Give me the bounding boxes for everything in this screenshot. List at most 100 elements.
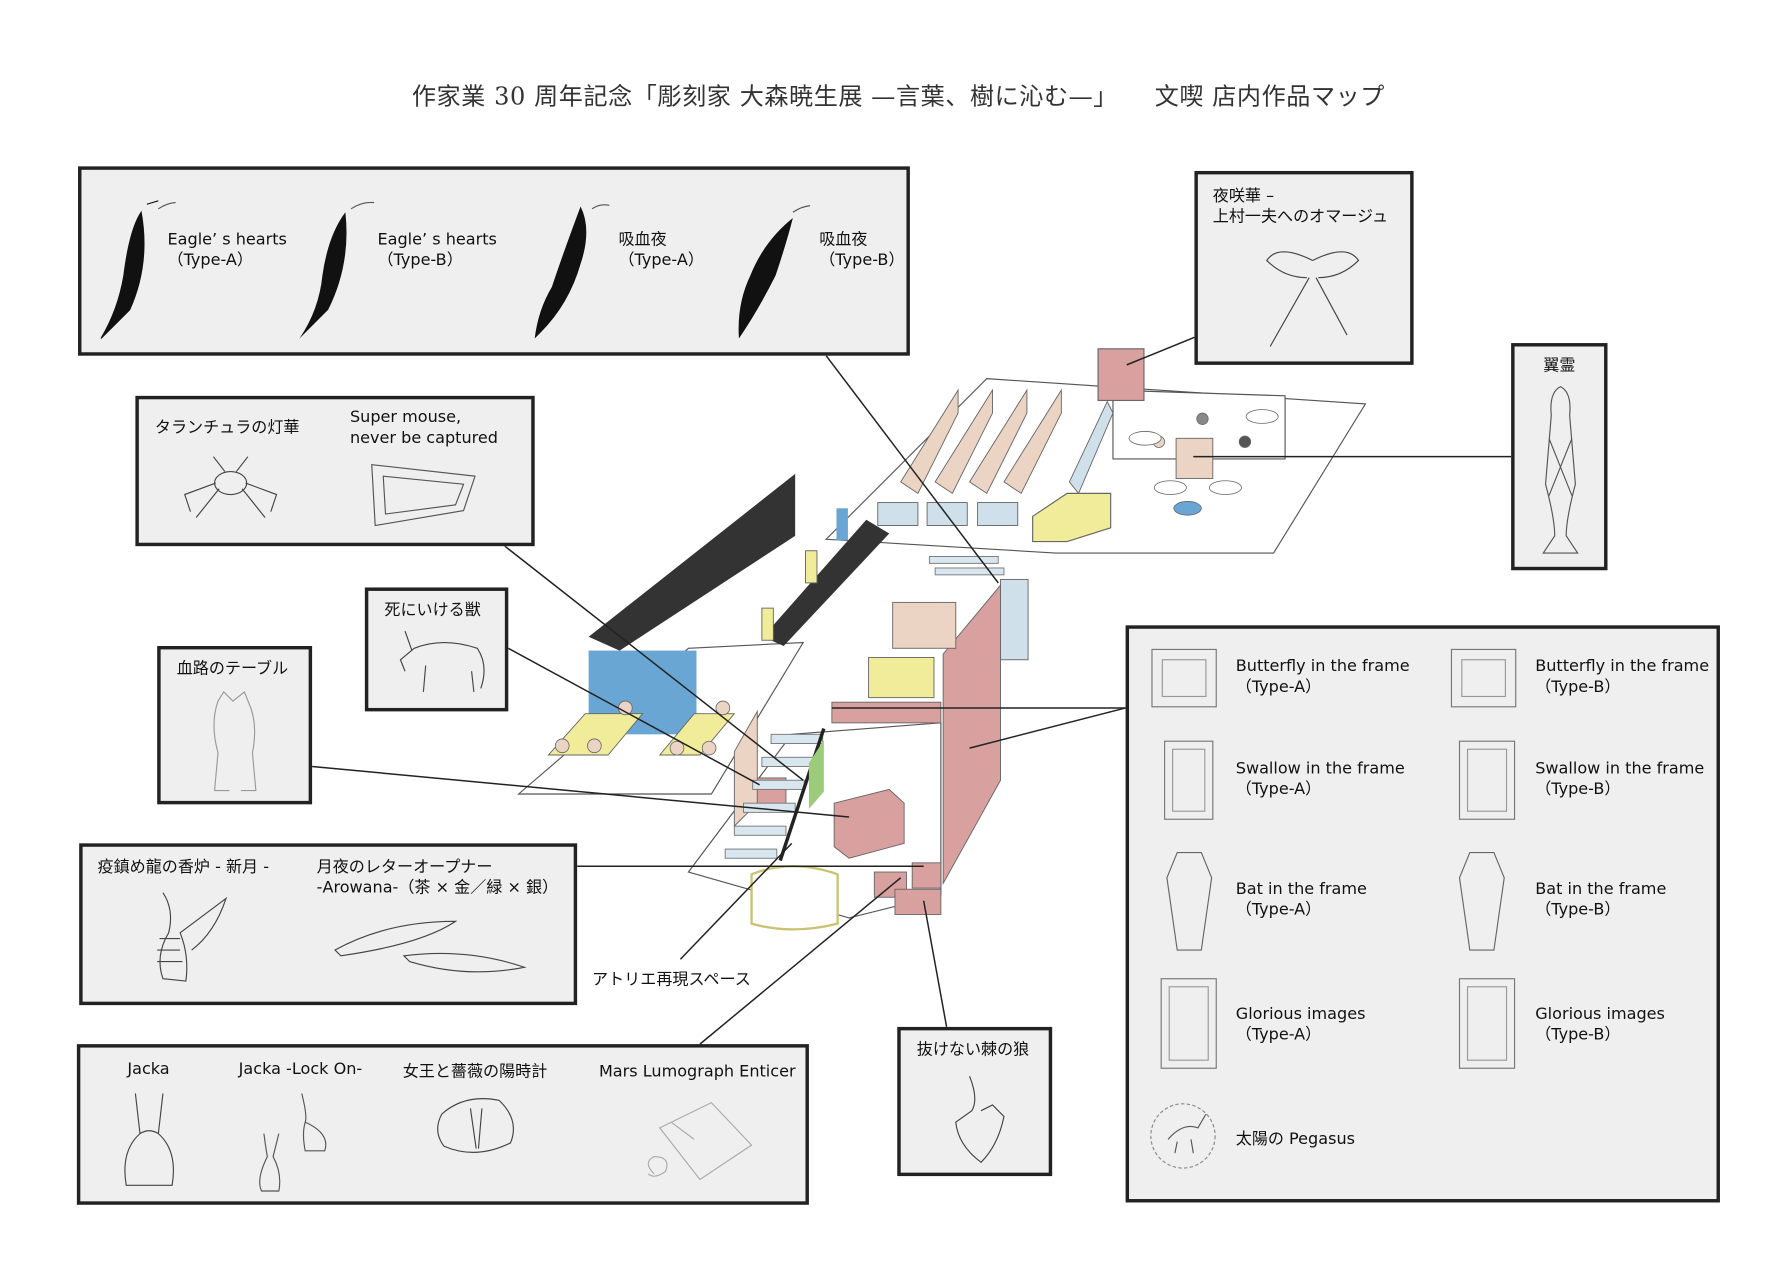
box-dragon-arowana: 疫鎮め龍の香炉 - 新月 - 月夜のレターオープナー-Arowana-（茶 × …: [79, 843, 578, 1006]
box-yokurei: 翼霊: [1511, 343, 1608, 571]
lumograph-figure: [647, 1101, 753, 1181]
atelier-cylinder: [750, 865, 839, 931]
item-line1: 月夜のレターオープナー: [316, 858, 493, 877]
sundial-figure: [437, 1098, 514, 1153]
item-label: Mars Lumograph Enticer: [598, 1062, 796, 1081]
box-shini: 死にいける獣: [364, 587, 509, 712]
frame-icon: [1458, 740, 1516, 820]
dragon-figure: [157, 892, 228, 982]
jackalope-lock-on-figure: [259, 1093, 327, 1192]
item-label: Jacka: [127, 1060, 170, 1079]
item-name: Glorious images: [1235, 1005, 1366, 1024]
item-label: 疫鎮め龍の香炉 - 新月 -: [97, 858, 270, 877]
item-type: （Type-A）: [1235, 1025, 1322, 1045]
frame-icon: [1458, 978, 1516, 1069]
black-wall: [588, 473, 796, 651]
item-name: Glorious images: [1535, 1005, 1665, 1024]
item-line2: -Arowana-（茶 × 金／緑 × 銀）: [316, 878, 559, 898]
item-name: 太陽の Pegasus: [1235, 1130, 1356, 1149]
cafe-tables: [1128, 409, 1279, 516]
title-main: 作家業 30 周年記念「彫刻家 大森暁生展 —言葉、樹に沁む—」: [411, 82, 1118, 111]
box-frames: Butterfly in the frame （Type-A） Butterfly…: [1125, 625, 1720, 1203]
item-line1: Super mouse,: [349, 408, 462, 427]
bookshelf-wall: [763, 519, 890, 646]
box-ketsuro: 血路のテーブル: [157, 645, 313, 805]
box-yasakabana: 夜咲華 –上村一夫へのオマージュ: [1194, 170, 1414, 365]
box-eagles-vampire: Eagle’ s hearts （Type-A） Eagle’ s hearts （…: [78, 166, 910, 356]
item-type: （Type-B）: [819, 251, 905, 270]
item-line2: 上村一夫へのオマージュ: [1212, 207, 1389, 227]
item-label: Jacka -Lock On-: [238, 1060, 363, 1079]
item-label: 死にいける獣: [384, 601, 481, 620]
frame-icon: [1164, 740, 1214, 820]
frame-icon: [1450, 648, 1517, 708]
frame-icon: [1151, 648, 1217, 708]
frame-icon: [1160, 978, 1217, 1069]
thorn-wolf-figure: [955, 1076, 1005, 1164]
item-label: 吸血夜 （Type-A）: [618, 229, 703, 270]
item-type: （Type-A）: [1235, 780, 1322, 799]
item-name: 吸血夜: [618, 230, 667, 249]
coffin-frame-icon: [1166, 851, 1213, 951]
wolf-cub-figure: [213, 690, 257, 792]
item-label: 血路のテーブル: [176, 659, 289, 679]
item-type: （Type-A）: [167, 251, 253, 270]
green-strip: [808, 740, 824, 809]
box-tarantula: タランチュラの灯華 Super mouse, never be captured: [135, 395, 535, 547]
item-label: Eagle’ s hearts （Type-B）: [377, 229, 496, 270]
tarantula-figure: [184, 456, 278, 518]
atelier-label: アトリエ再現スペース: [592, 970, 751, 990]
beast-figure: [399, 630, 485, 692]
item-name: Bat in the frame: [1235, 880, 1367, 899]
page-title: 作家業 30 周年記念「彫刻家 大森暁生展 —言葉、樹に沁む—」 文喫 店内作品マ…: [0, 78, 1790, 112]
item-label: 翼霊: [1543, 356, 1576, 376]
item-label: 吸血夜 （Type-B）: [819, 229, 904, 270]
vampire-a-figure: [534, 204, 610, 339]
mouse-frame-figure: [371, 464, 476, 527]
item-label: タランチュラの灯華: [154, 418, 300, 438]
chairs: [554, 412, 1252, 756]
item-name: 吸血夜: [819, 230, 868, 249]
shelves: [900, 388, 1062, 495]
item-type: （Type-B）: [377, 251, 463, 270]
item-name: Butterfly in the frame: [1235, 657, 1410, 676]
jackalope-figure: [124, 1093, 174, 1186]
item-line2: never be captured: [349, 429, 498, 448]
letter-opener-figure: [334, 920, 527, 973]
item-label: Super mouse, never be captured: [350, 407, 498, 448]
stair-rail: [778, 728, 826, 862]
blue-panel: [836, 508, 848, 541]
item-label: 抜けない棘の狼: [916, 1040, 1030, 1060]
figure-statue: [1542, 386, 1579, 554]
staircase: [724, 556, 1005, 859]
item-type: （Type-B）: [1535, 780, 1621, 799]
item-type: （Type-B）: [1535, 900, 1621, 920]
item-type: （Type-A）: [1235, 900, 1322, 920]
item-label: 夜咲華 –上村一夫へのオマージュ: [1213, 186, 1388, 227]
sun-pegasus-icon: [1150, 1103, 1216, 1169]
box-bottom-works: Jacka Jacka -Lock On- 女王と薔薇の陽時計 Mars Lum…: [76, 1044, 809, 1205]
connector-lines: [312, 336, 1512, 1045]
coffin-frame-icon: [1458, 851, 1505, 951]
item-type: （Type-A）: [618, 251, 704, 270]
item-name: Eagle’ s hearts: [167, 230, 287, 249]
item-label: Eagle’ s hearts （Type-A）: [168, 229, 287, 270]
item-name: Butterfly in the frame: [1535, 657, 1710, 676]
eagle-b-figure: [299, 201, 375, 339]
pink-wall: [942, 583, 1001, 886]
item-type: （Type-A）: [1235, 678, 1322, 697]
item-name: Swallow in the frame: [1235, 759, 1405, 778]
moth-figure: [1265, 251, 1360, 347]
display-tables: [877, 400, 1114, 661]
item-name: Swallow in the frame: [1535, 759, 1705, 778]
item-line1: 夜咲華 –: [1212, 187, 1275, 206]
vampire-b-figure: [738, 205, 811, 339]
pink-door: [1097, 348, 1145, 402]
title-sub: 文喫 店内作品マップ: [1154, 82, 1385, 111]
eagle-a-figure: [100, 200, 176, 339]
box-wolf: 抜けない棘の狼: [897, 1026, 1053, 1177]
item-type: （Type-B）: [1535, 678, 1621, 697]
item-label: 女王と薔薇の陽時計: [402, 1062, 548, 1081]
item-name: Eagle’ s hearts: [377, 230, 497, 249]
